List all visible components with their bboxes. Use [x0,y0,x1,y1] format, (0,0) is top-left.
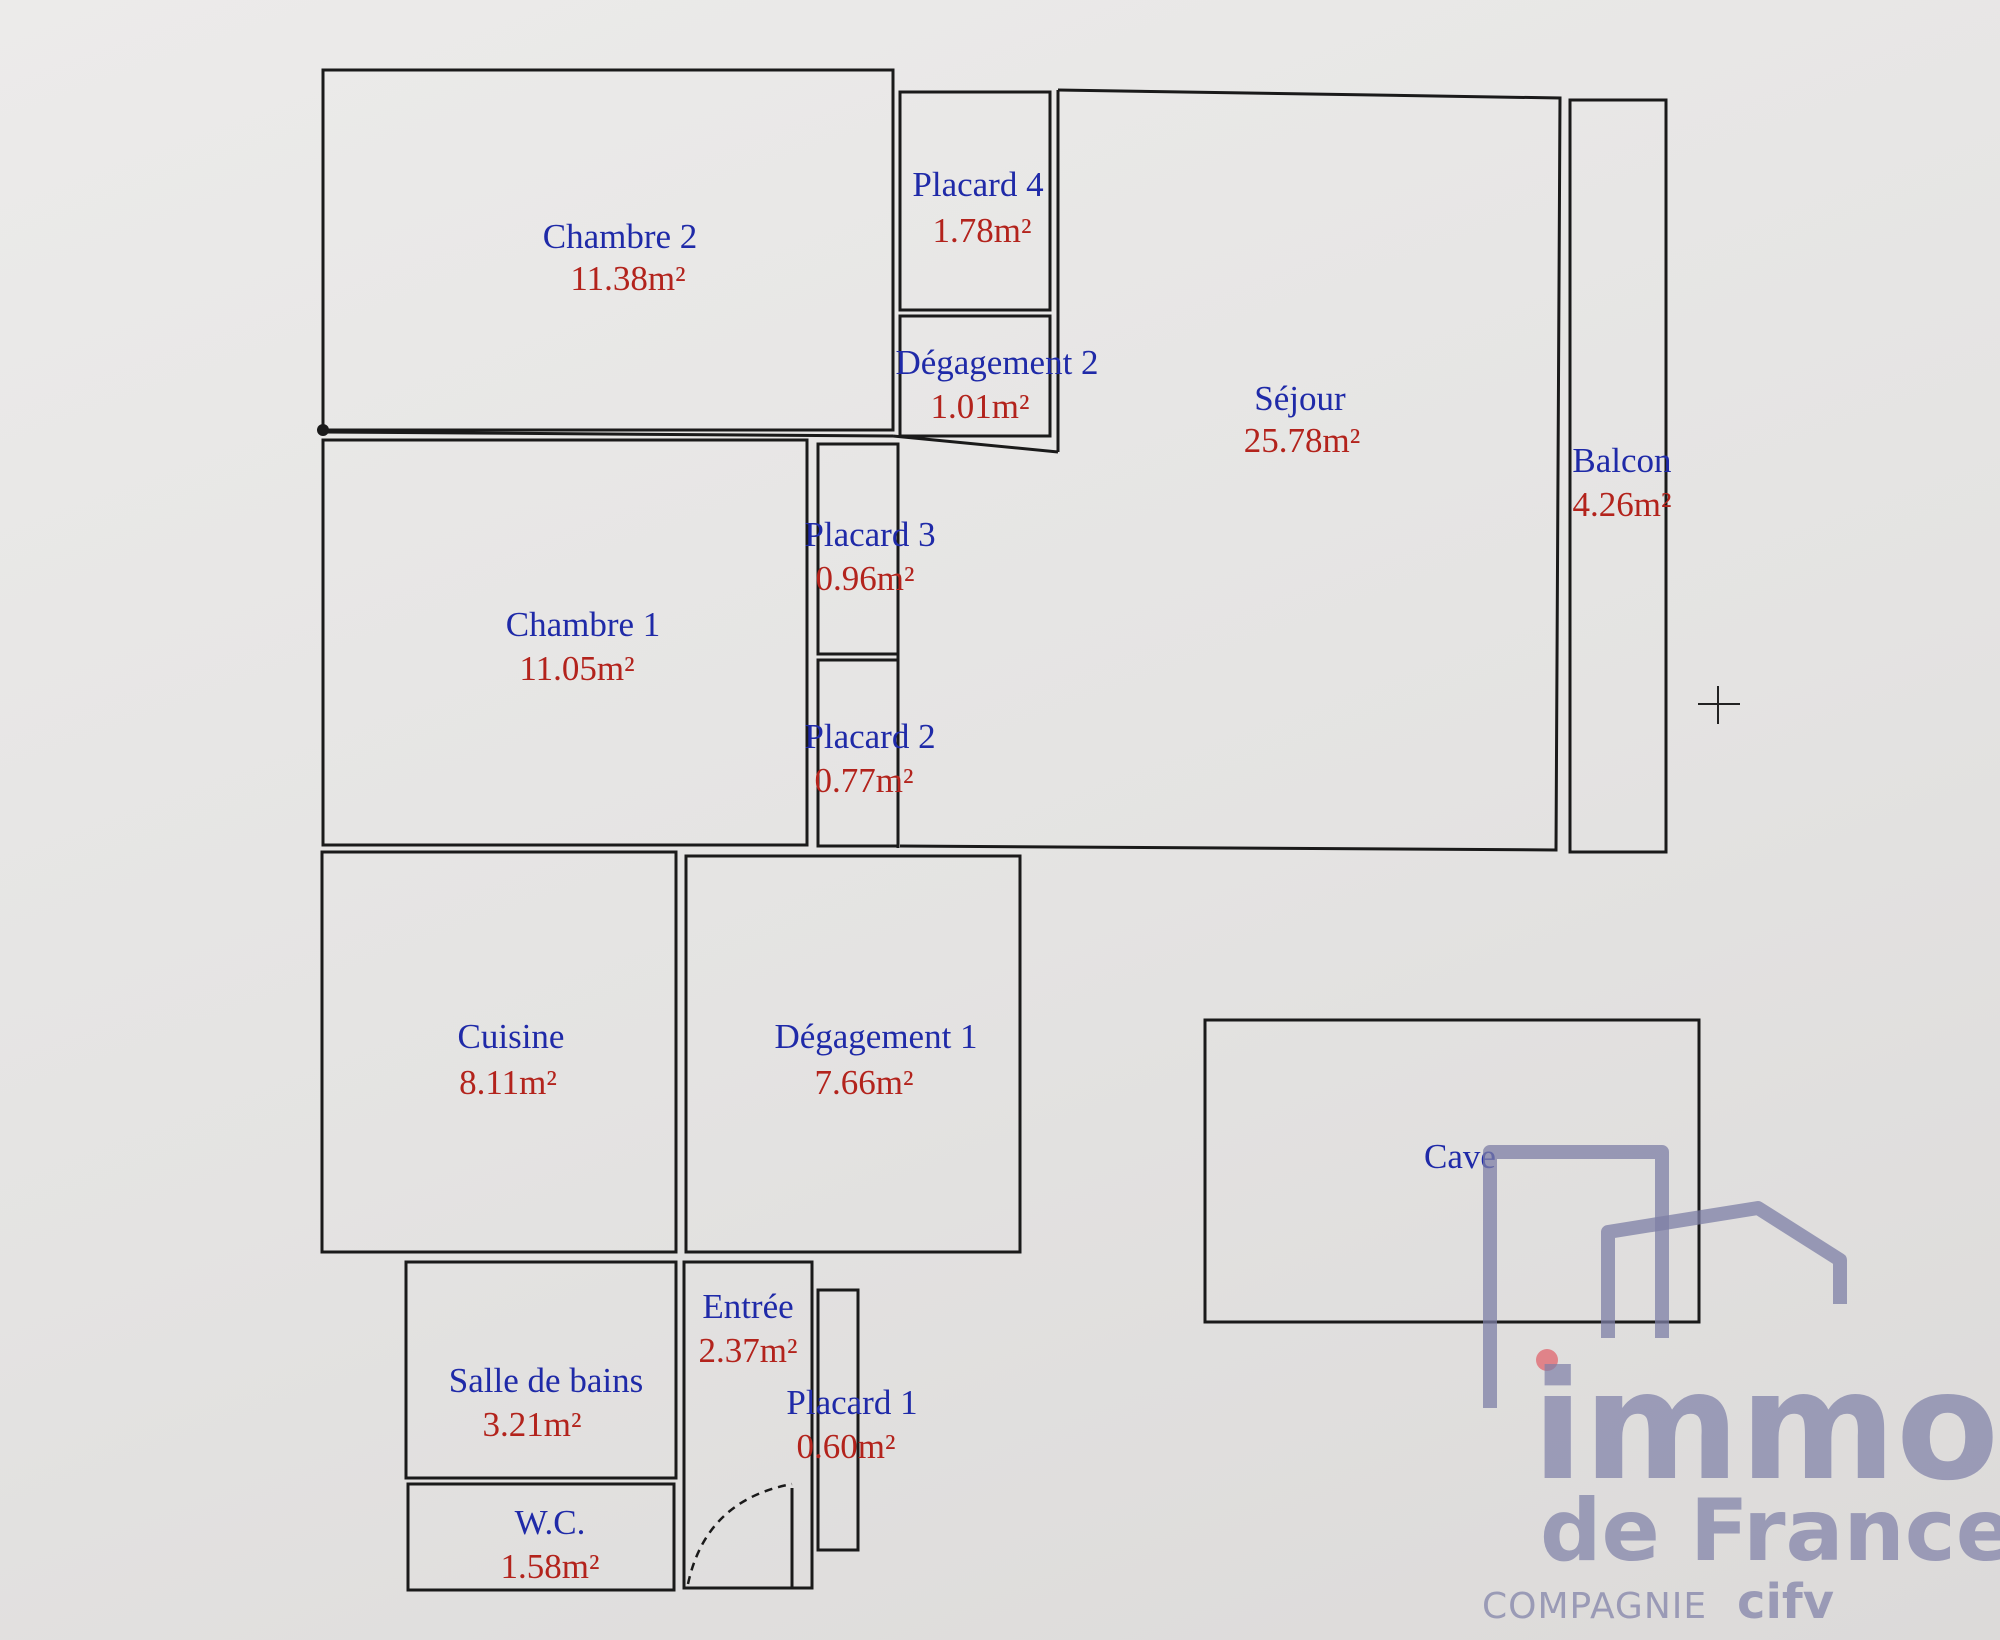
wc-area: 1.58m² [501,1547,600,1586]
degagement2-outline [898,314,1052,438]
wc-outline [406,1482,676,1592]
salle-de-bains-name: Salle de bains [449,1361,643,1400]
placard3-name: Placard 3 [804,515,935,554]
balcon-outline [1568,98,1668,854]
immo-de-france-logo: immo de France COMPAGNIE cifv [1482,1145,2000,1630]
degagement2-area: 1.01m² [931,387,1030,426]
chambre2-area: 11.38m² [570,259,685,298]
balcon-area: 4.26m² [1573,485,1672,524]
logo-cifv-text: cifv [1737,1574,1834,1630]
placard4-name: Placard 4 [912,165,1043,204]
logo-dot [1536,1349,1558,1371]
placard3-area: 0.96m² [816,559,915,598]
cave-outline [1203,1018,1701,1324]
house-outline-icon [1483,1145,1847,1408]
degagement1-outline [684,854,1022,1254]
wall-junction-dot [317,424,329,436]
room-labels: Chambre 2 11.38m² Placard 4 1.78m² Dégag… [449,165,1672,1586]
degagement2-bottom-wall [892,434,1059,454]
chambre2-name: Chambre 2 [543,217,698,256]
placard4-area: 1.78m² [933,211,1032,250]
chambre1-outline [321,438,809,847]
chambre1-area: 11.05m² [519,649,634,688]
logo-brand-text: immo [1532,1340,1999,1514]
entree-area: 2.37m² [699,1331,798,1370]
salle-de-bains-area: 3.21m² [483,1405,582,1444]
degagement2-name: Dégagement 2 [895,343,1098,382]
salle-de-bains-outline [404,1260,678,1480]
placard1-name: Placard 1 [786,1383,917,1422]
placard4-outline [898,90,1052,312]
cuisine-outline [320,850,678,1254]
placard2-area: 0.77m² [815,761,914,800]
degagement1-area: 7.66m² [815,1063,914,1102]
chambre2-outline [321,68,895,432]
balcon-name: Balcon [1572,441,1671,480]
room-outlines [317,68,1701,1592]
logo-compagnie-text: COMPAGNIE [1482,1586,1707,1627]
crosshair-cursor-icon [1698,686,1740,724]
placard2-name: Placard 2 [804,717,935,756]
sejour-outline [899,88,1562,852]
degagement1-name: Dégagement 1 [774,1017,977,1056]
sejour-name: Séjour [1254,379,1346,418]
logo-line2-text: de France [1540,1481,2000,1581]
wc-name: W.C. [515,1503,586,1542]
sejour-area: 25.78m² [1244,421,1360,460]
entree-outline [682,1260,814,1590]
placard1-outline [816,1288,860,1552]
cuisine-name: Cuisine [458,1017,565,1056]
cuisine-area: 8.11m² [459,1063,557,1102]
chambre-divider [322,430,894,438]
placard1-area: 0.60m² [797,1427,896,1466]
chambre1-name: Chambre 1 [506,605,661,644]
door-swing-arc [686,1482,793,1585]
entree-name: Entrée [702,1287,793,1326]
